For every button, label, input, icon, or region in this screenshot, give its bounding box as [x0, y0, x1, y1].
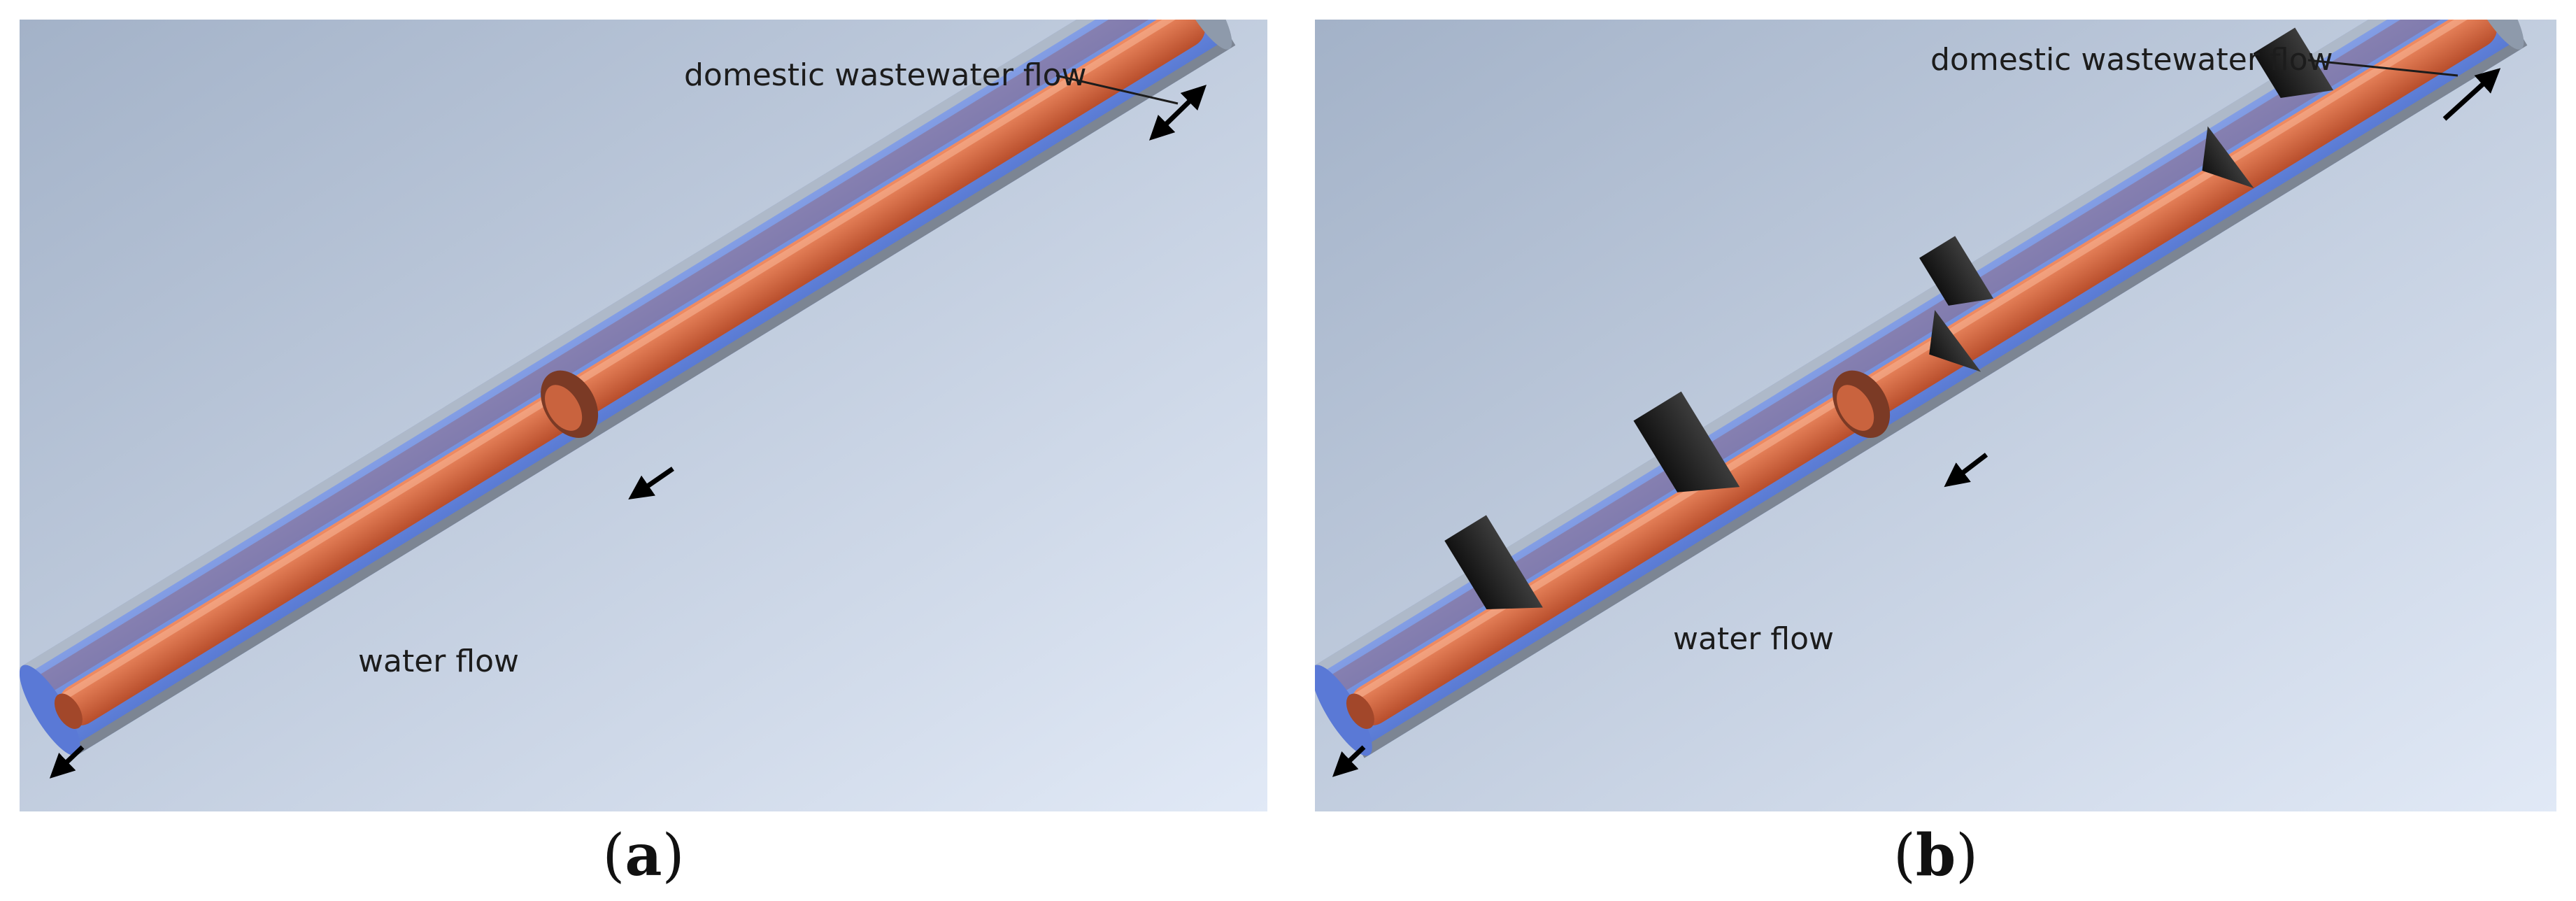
water-flow-label: water flow [1673, 621, 1834, 657]
wastewater-flow-arrow [1148, 85, 1207, 141]
outer-pipe-top-rim [1315, 20, 2478, 677]
baffle [1919, 236, 1994, 306]
water-flow-label: water flow [358, 644, 519, 679]
wastewater-flow-label: domestic wastewater flow [684, 57, 1087, 93]
inner-pipe [1351, 20, 2498, 726]
outer-pipe-end-cap [1315, 665, 1372, 756]
water-outlet-arrow [1944, 453, 1988, 488]
caption-letter: a [625, 822, 662, 889]
outer-pipe-right-end [2463, 20, 2524, 50]
baffle [2202, 126, 2254, 189]
caption-a: (a) [20, 817, 1267, 894]
water-inlet-arrow [49, 745, 85, 779]
inner-shell-lining [26, 20, 1201, 701]
inner-shell-lining [1318, 20, 2493, 701]
inner-pipe-highlight [1344, 20, 2488, 706]
baffle [1633, 391, 1740, 492]
middle-connector-inner [545, 385, 583, 431]
inner-pipe-highlight [52, 20, 1196, 706]
inner-pipe [59, 20, 1206, 726]
panel-b-figure: domestic wastewater flow water flow [1315, 20, 2556, 811]
inner-pipe-end-cap [54, 693, 83, 730]
wastewater-flow-arrow [2442, 68, 2501, 121]
outer-pipe-end-cap [20, 665, 80, 756]
heat-exchanger-with-baffles: domestic wastewater flow water flow [1315, 20, 2556, 811]
caption-close-paren: ) [662, 823, 685, 889]
caption-open-paren: ( [602, 823, 625, 889]
outer-pipe-bottom-rim [1359, 36, 2528, 758]
caption-b: (b) [1315, 817, 2556, 894]
wastewater-flow-label: domestic wastewater flow [1930, 42, 2333, 78]
heat-exchanger-no-baffles: domestic wastewater flow water flow [20, 20, 1267, 811]
caption-open-paren: ( [1893, 823, 1916, 889]
outer-pipe-right-end [1172, 20, 1232, 50]
baffle [1444, 515, 1543, 609]
outer-pipe-top-rim [20, 20, 1186, 677]
baffle [2253, 27, 2334, 99]
caption-letter: b [1915, 822, 1956, 889]
wastewater-leader-line [1055, 74, 1179, 105]
caption-close-paren: ) [1956, 823, 1979, 889]
baffle [1929, 310, 1981, 372]
middle-connector-inner [1837, 385, 1874, 431]
wastewater-leader-line [2307, 59, 2458, 77]
inner-pipe-end-cap [1346, 693, 1374, 730]
water-inlet-arrow [1332, 745, 1366, 777]
panel-a-figure: domestic wastewater flow water flow [20, 20, 1267, 811]
outer-pipe-bottom-rim [67, 36, 1236, 758]
water-outlet-arrow [628, 467, 674, 499]
